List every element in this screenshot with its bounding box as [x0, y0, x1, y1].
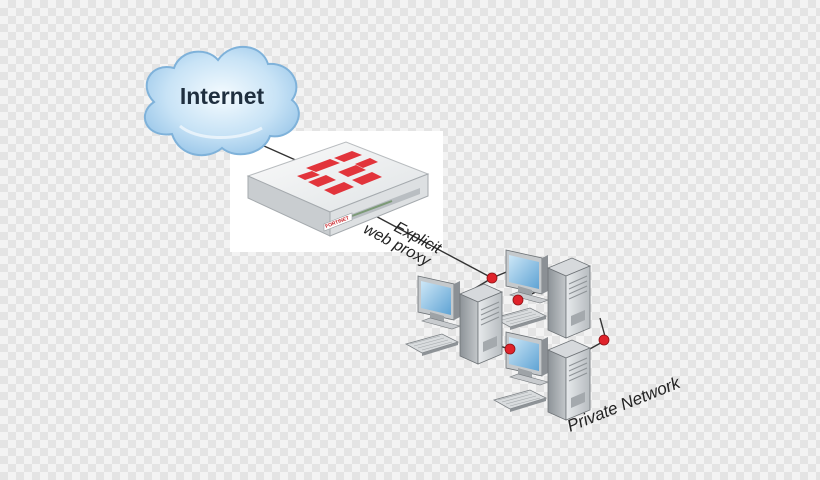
internet-link-wire: [263, 145, 301, 163]
firewall-appliance-icon: FORTINET: [246, 141, 430, 237]
server-tower-icon: [405, 275, 503, 365]
network-node-icon: [512, 294, 524, 306]
fortinet-logo-mark: [297, 151, 382, 195]
firewall-appliance: FORTINET: [246, 141, 430, 237]
network-node-icon: [486, 272, 498, 284]
workstation-left: [405, 275, 503, 365]
proxy-link-wire: [367, 211, 493, 279]
network-node-icon: [598, 334, 610, 346]
server-tower-icon: [493, 249, 591, 339]
network-nodes: [486, 272, 610, 355]
internet-label: Internet: [180, 83, 265, 109]
internet-cloud: Internet: [143, 45, 300, 157]
workstation-top-right: [493, 249, 591, 339]
network-node-icon: [504, 343, 516, 355]
